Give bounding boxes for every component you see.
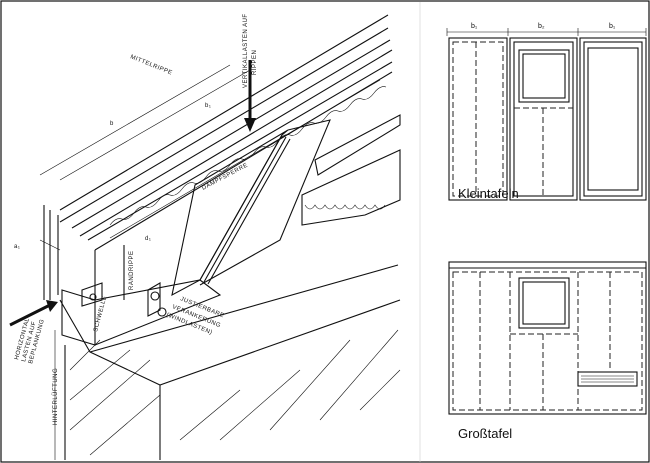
dim-b1-left: b₁ <box>471 23 478 30</box>
grosstafel-elevation: Großtafel <box>448 261 647 441</box>
caption-grosstafel: Großtafel <box>458 426 512 441</box>
isometric-wall-detail <box>9 14 401 460</box>
dim-a1: a₁ <box>14 244 20 250</box>
label-randrippe: RANDRIPPE <box>129 250 135 290</box>
caption-kleintafeln: Kleintafeln <box>458 186 519 201</box>
label-mittelrippe: MITTELRIPPE <box>129 54 173 76</box>
label-vertikallasten: VERTIKALLASTEN AUF <box>243 13 249 88</box>
dim-b1-right: b₁ <box>609 23 616 30</box>
label-hinterlueftung: HINTERLÜFTUNG <box>52 368 59 425</box>
dim-b1: b₁ <box>205 103 211 109</box>
kleintafeln-elevation: b₁ b₂ b₁ Kleintafeln <box>446 23 647 201</box>
label-vertikallasten-2: RIPPEN <box>252 50 258 75</box>
dim-d1: d₁ <box>145 236 151 242</box>
dim-b: b <box>110 121 114 127</box>
dim-b2: b₂ <box>538 23 545 30</box>
